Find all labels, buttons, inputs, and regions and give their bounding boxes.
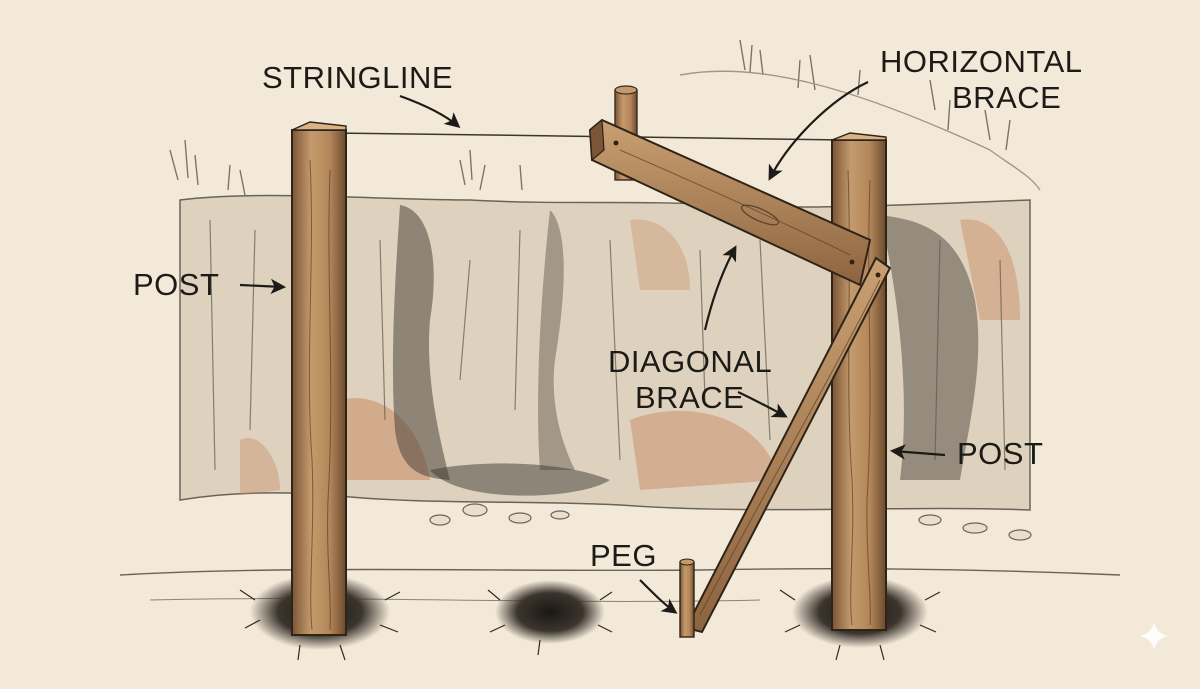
label-diagonal-brace-line2: BRACE [635,382,744,414]
label-horizontal-brace-line2: BRACE [952,82,1061,114]
label-stringline: STRINGLINE [262,62,453,94]
label-post-right: POST [957,438,1043,470]
label-horizontal-brace-line1: HORIZONTAL [880,46,1083,78]
post-right [832,133,886,630]
label-post-left: POST [133,269,219,301]
label-peg: PEG [590,540,657,572]
post-left [292,122,346,635]
label-diagonal-brace-line1: DIAGONAL [608,346,772,378]
peg [680,559,694,637]
